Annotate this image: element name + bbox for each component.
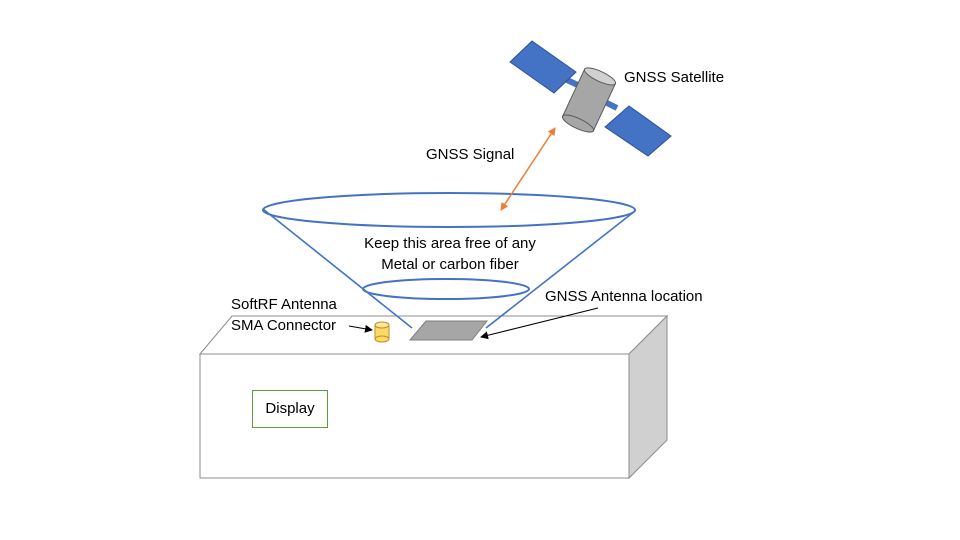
cone-top-ellipse bbox=[262, 192, 636, 228]
gnss-satellite bbox=[509, 40, 672, 157]
device-enclosure bbox=[198, 314, 669, 480]
satellite-label: GNSS Satellite bbox=[624, 69, 725, 86]
softrf-antenna-label: SoftRF Antenna bbox=[231, 296, 337, 313]
device-front-face bbox=[199, 353, 630, 479]
sma-connector-pointer bbox=[348, 324, 373, 333]
display-label: Display bbox=[265, 400, 315, 417]
antenna-location-pointer bbox=[480, 307, 599, 340]
gnss-antenna-patch bbox=[408, 320, 489, 341]
sma-connector-label: SMA Connector bbox=[231, 317, 337, 334]
display-box: Display bbox=[252, 390, 328, 428]
cone-inner-ellipse bbox=[362, 278, 530, 300]
solar-panel-left bbox=[509, 40, 577, 94]
keep-area-label-line2: Metal or carbon fiber bbox=[381, 256, 519, 273]
satellite-body-top bbox=[583, 67, 617, 86]
solar-panel-right bbox=[604, 105, 672, 157]
gnss-signal-arrow bbox=[500, 127, 556, 211]
signal-label: GNSS Signal bbox=[426, 146, 515, 163]
satellite-body-bottom bbox=[561, 114, 595, 133]
keep-area-label-line1: Keep this area free of any bbox=[364, 235, 536, 252]
keep-out-cone bbox=[262, 192, 636, 329]
cone-right-edge bbox=[485, 210, 636, 329]
sma-connector bbox=[374, 321, 390, 343]
antenna-location-label: GNSS Antenna location bbox=[545, 288, 703, 305]
cone-left-edge bbox=[262, 208, 413, 329]
